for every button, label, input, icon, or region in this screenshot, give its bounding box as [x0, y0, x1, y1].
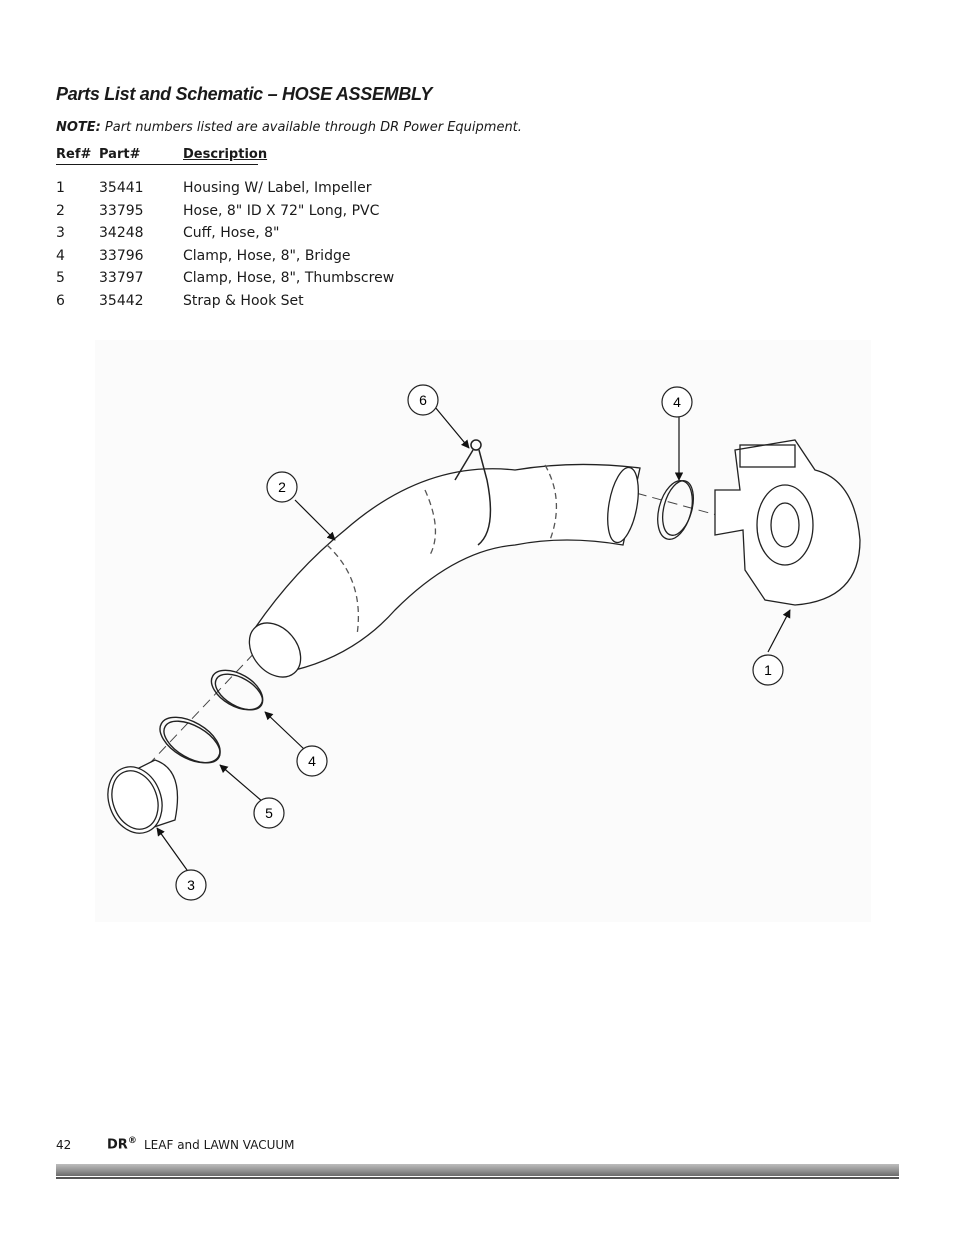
callout-5: 5 — [253, 797, 285, 829]
header-part: Part# — [99, 147, 141, 162]
callout-label: 3 — [187, 877, 195, 893]
brand-logo: DR® — [107, 1136, 137, 1152]
product-name: LEAF and LAWN VACUUM — [144, 1138, 295, 1152]
footer-rule — [56, 1164, 899, 1176]
table-row: 3 34248 Cuff, Hose, 8" — [0, 225, 500, 247]
hose-assembly-schematic: 6 4 2 1 4 5 3 — [95, 340, 871, 922]
schematic-drawing: 6 4 2 1 4 5 3 — [107, 384, 861, 901]
bridge-clamp-upper — [657, 480, 694, 540]
registered-mark: ® — [127, 1136, 137, 1146]
table-row: 2 33795 Hose, 8" ID X 72" Long, PVC — [0, 203, 500, 225]
header-description: Description — [183, 147, 268, 162]
table-row: 4 33796 Clamp, Hose, 8", Bridge — [0, 248, 500, 270]
callout-2: 2 — [266, 471, 298, 503]
impeller-housing — [714, 439, 861, 606]
row-description: Cuff, Hose, 8" — [183, 225, 280, 241]
row-description: Clamp, Hose, 8", Thumbscrew — [183, 270, 395, 286]
row-ref: 5 — [56, 270, 65, 286]
hose — [248, 463, 641, 678]
row-part: 34248 — [99, 225, 144, 241]
row-description: Housing W/ Label, Impeller — [183, 180, 372, 196]
strap-hook — [454, 439, 492, 546]
callout-label: 1 — [764, 662, 772, 678]
row-ref: 1 — [56, 180, 65, 196]
row-part: 33796 — [99, 248, 144, 264]
row-description: Strap & Hook Set — [183, 293, 304, 309]
row-ref: 4 — [56, 248, 65, 264]
note-label: NOTE: — [56, 120, 101, 135]
row-part: 35441 — [99, 180, 144, 196]
row-description: Hose, 8" ID X 72" Long, PVC — [183, 203, 380, 219]
row-part: 33797 — [99, 270, 144, 286]
hose-cuff — [107, 759, 179, 834]
header-underline — [56, 164, 258, 165]
note: NOTE:Part numbers listed are available t… — [56, 120, 522, 135]
table-row: 5 33797 Clamp, Hose, 8", Thumbscrew — [0, 270, 500, 292]
footer-rule-line — [56, 1177, 899, 1179]
brand-name: DR — [107, 1137, 128, 1153]
callout-label: 4 — [308, 753, 316, 769]
header-ref: Ref# — [56, 147, 92, 162]
row-part: 33795 — [99, 203, 144, 219]
callout-label: 6 — [419, 392, 427, 408]
thumbscrew-clamp — [159, 716, 221, 764]
row-description: Clamp, Hose, 8", Bridge — [183, 248, 351, 264]
callout-label: 5 — [265, 805, 273, 821]
callout-1: 1 — [752, 654, 784, 686]
row-ref: 3 — [56, 225, 65, 241]
row-ref: 6 — [56, 293, 65, 309]
note-text: Part numbers listed are available throug… — [104, 120, 522, 135]
leader-lines — [156, 406, 791, 871]
callout-label: 2 — [278, 479, 286, 495]
callout-6: 6 — [407, 384, 439, 416]
callout-4-lower: 4 — [296, 745, 328, 777]
table-row: 6 35442 Strap & Hook Set — [0, 293, 500, 315]
page-number: 42 — [56, 1138, 72, 1152]
page-title: Parts List and Schematic – HOSE ASSEMBLY — [56, 84, 433, 104]
bridge-clamp-lower — [210, 669, 264, 711]
callout-4-upper: 4 — [661, 386, 693, 418]
row-part: 35442 — [99, 293, 144, 309]
row-ref: 2 — [56, 203, 65, 219]
callout-label: 4 — [673, 394, 681, 410]
callout-3: 3 — [175, 869, 207, 901]
table-row: 1 35441 Housing W/ Label, Impeller — [0, 180, 500, 202]
